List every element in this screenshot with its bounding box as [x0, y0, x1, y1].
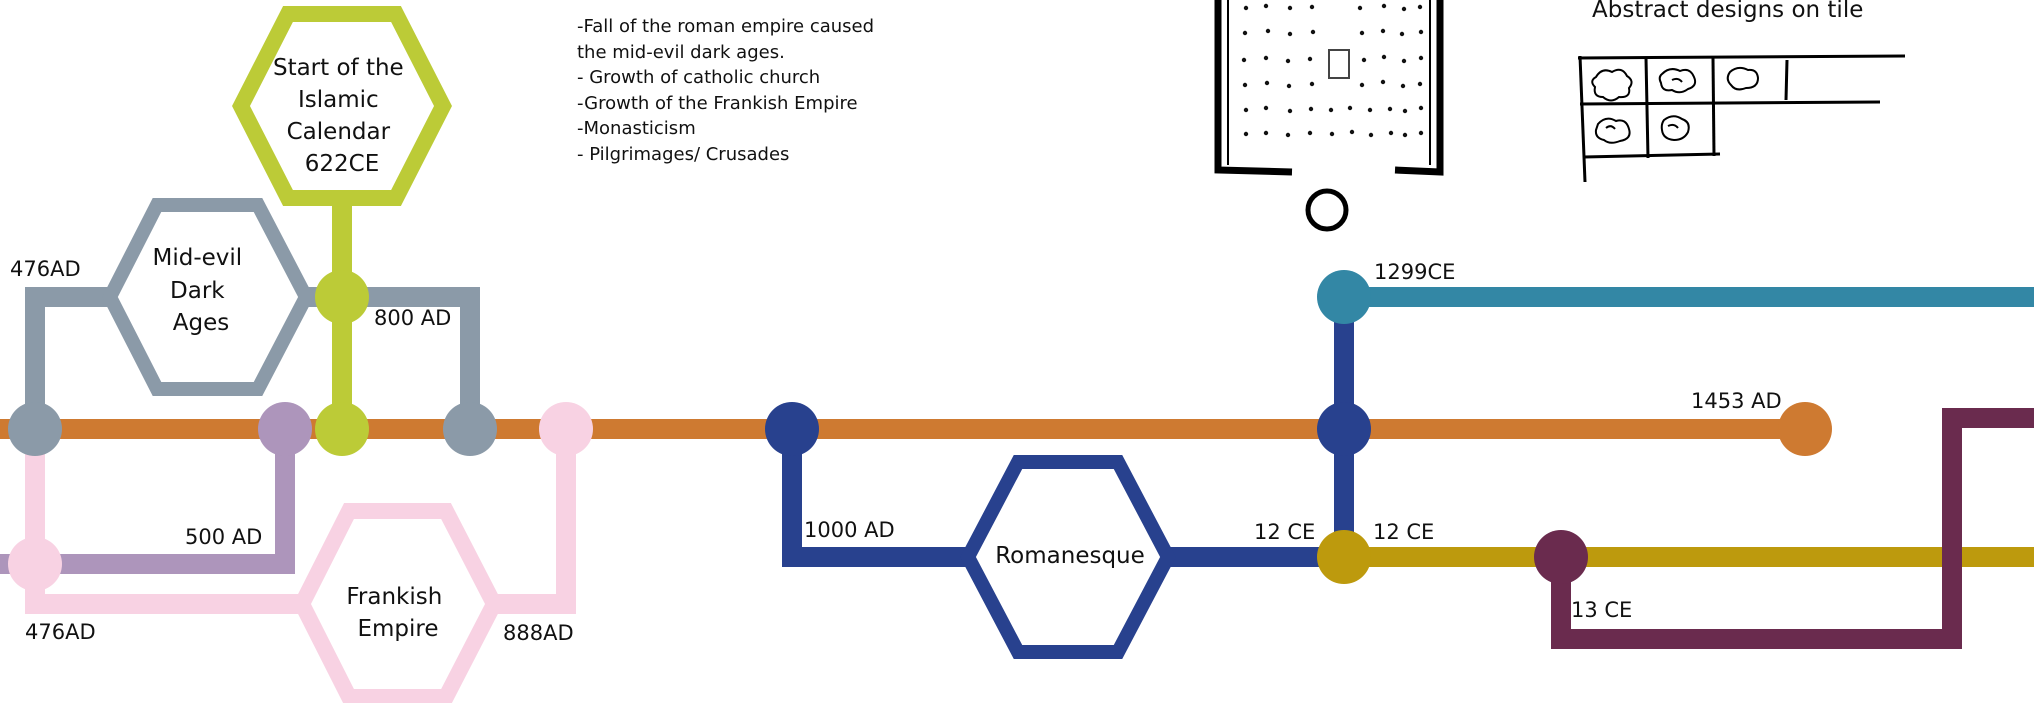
floor-plan-sketch — [1214, 0, 1444, 232]
station-orange-1453 — [1778, 402, 1832, 456]
hexagon-dark-ages-text: Mid-evil Dark Ages — [153, 245, 250, 336]
label-476ad-top: 476AD — [10, 257, 81, 281]
label-500ad: 500 AD — [185, 525, 262, 549]
hexagon-frankish-empire — [293, 503, 504, 703]
label-1000ad: 1000 AD — [804, 518, 895, 542]
note-item: -Fall of the roman empire caused the mid… — [577, 16, 875, 63]
note-item: -Monasticism — [577, 118, 696, 139]
hexagon-romanesque — [960, 455, 1176, 659]
note-item: -Growth of the Frankish Empire — [577, 92, 858, 114]
history-notes: -Fall of the roman empire caused the mid… — [577, 14, 877, 167]
label-12ce-right: 12 CE — [1373, 520, 1434, 544]
station-grey-800 — [443, 402, 497, 456]
pink-right-line — [494, 429, 576, 614]
hexagon-dark-ages — [102, 198, 314, 396]
station-gold-12ce — [1317, 530, 1371, 584]
grey-loop-line — [25, 287, 110, 429]
label-1299ce: 1299CE — [1374, 260, 1455, 284]
stations — [8, 270, 1832, 591]
pink-left-line — [25, 429, 302, 614]
entrance-circle — [1305, 188, 1349, 232]
navy-left-line — [782, 429, 968, 567]
station-lilac-500 — [258, 402, 312, 456]
hexagon-romanesque-text: Romanesque — [995, 543, 1145, 569]
hexagon-frankish-text: Frankish Empire — [346, 584, 449, 642]
maroon-line — [1551, 408, 2034, 649]
station-lime-top — [315, 270, 369, 324]
station-lime-orange — [315, 402, 369, 456]
station-pink-476 — [8, 537, 62, 591]
label-12ce-left: 12 CE — [1254, 520, 1315, 544]
lilac-line — [0, 429, 295, 574]
station-maroon-13ce — [1534, 530, 1588, 584]
tile-caption: Abstract designs on tile — [1592, 0, 1863, 23]
label-476ad-bottom: 476AD — [25, 620, 96, 644]
station-grey-476 — [8, 402, 62, 456]
note-item: - Growth of catholic church — [577, 67, 821, 88]
tile-grid-sketch — [1577, 54, 1906, 183]
label-800ad: 800 AD — [374, 306, 451, 330]
station-teal-1299 — [1317, 270, 1371, 324]
note-item: - Pilgrimages/ Crusades — [577, 143, 790, 165]
hexagon-islamic-calendar — [232, 6, 452, 206]
station-navy-1000 — [765, 402, 819, 456]
station-navy-junction — [1317, 402, 1371, 456]
station-pink-888 — [539, 402, 593, 456]
label-888ad: 888AD — [503, 621, 574, 645]
hexagon-islamic-text: Start of the Islamic Calendar 622CE — [273, 55, 411, 177]
label-1453ad: 1453 AD — [1691, 389, 1782, 413]
label-13ce: 13 CE — [1571, 598, 1632, 622]
